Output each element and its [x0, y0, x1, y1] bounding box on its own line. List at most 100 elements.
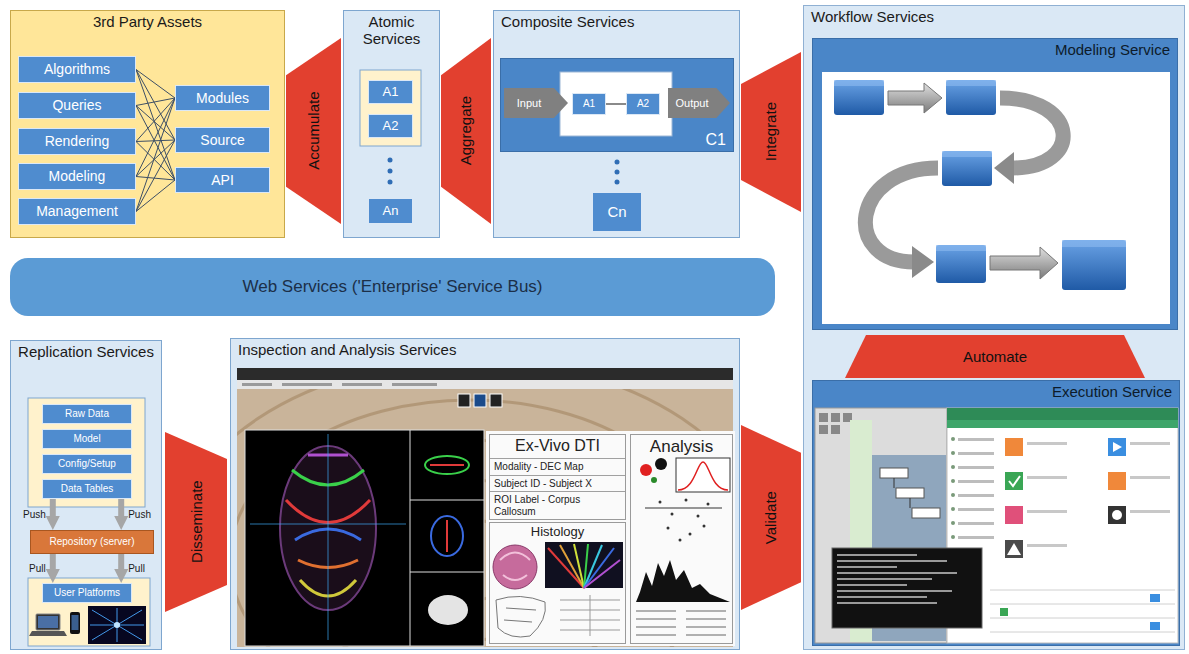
execution-screenshot	[837, 554, 957, 604]
execution-screenshot	[990, 604, 1175, 605]
execution-screenshot	[1009, 476, 1020, 486]
device-icons	[29, 631, 67, 636]
execution-screenshot	[1007, 543, 1021, 555]
model-block	[834, 80, 884, 86]
inspection-screenshot	[237, 368, 733, 647]
node-label: Input	[517, 97, 541, 110]
device-icons	[90, 608, 144, 642]
inspection-screenshot	[245, 430, 484, 646]
edge-label: Pull	[128, 563, 145, 575]
panel-ground	[804, 6, 1185, 650]
asset-box: Modules	[175, 85, 270, 111]
analysis-plots	[686, 626, 726, 628]
node-label: Analysis	[631, 435, 732, 459]
node-label: Histology	[490, 523, 625, 542]
connector-line	[606, 103, 626, 105]
device-icons	[72, 615, 79, 630]
flow-arrow	[888, 83, 942, 113]
connector-line	[136, 98, 175, 142]
node-label: API	[211, 172, 234, 188]
execution-screenshot	[837, 572, 957, 574]
inspection-screenshot	[486, 431, 735, 646]
execution-screenshot	[951, 465, 955, 469]
panel-title: Modeling Service	[1047, 38, 1178, 61]
shape-fill	[441, 38, 491, 224]
node-label: Repository (server)	[49, 536, 134, 548]
inspection-screenshot	[237, 368, 733, 647]
execution-screenshot	[1150, 622, 1160, 630]
analysis-plots	[655, 458, 667, 470]
execution-screenshot	[815, 408, 1178, 643]
execution-screenshot	[951, 451, 955, 455]
node-label: Integrate	[762, 102, 779, 161]
model-block	[946, 80, 996, 115]
execution-screenshot	[819, 425, 828, 434]
device-icons	[117, 625, 142, 640]
model-block	[936, 245, 986, 283]
execution-screenshot	[896, 488, 924, 498]
analysis-plots	[703, 525, 706, 528]
execution-screenshot	[837, 584, 907, 586]
composite-inner-box	[560, 72, 672, 136]
execution-screenshot	[880, 468, 908, 478]
node-label: Source	[200, 132, 244, 148]
histology-images	[548, 544, 620, 588]
analysis-plots	[645, 508, 722, 509]
model-block	[936, 245, 986, 251]
analysis-plots	[651, 477, 657, 483]
analysis-plots	[659, 499, 710, 542]
service-panel: Execution Service	[812, 380, 1180, 646]
panel-ground	[11, 11, 285, 238]
node-label: A1	[383, 85, 399, 100]
execution-screenshot	[958, 522, 994, 525]
analysis-plots	[636, 626, 676, 628]
node-label: Modules	[196, 90, 249, 106]
asset-panel: 3rd Party AssetsAlgorithmsQueriesRenderi…	[10, 10, 285, 238]
execution-screenshot	[958, 466, 994, 469]
execution-screenshot	[958, 494, 994, 497]
node-label: Rendering	[45, 133, 110, 149]
execution-screenshot	[1005, 506, 1023, 524]
device-icons	[88, 606, 146, 644]
inspection-screenshot	[282, 383, 332, 386]
node-label: User Platforms	[54, 587, 120, 599]
model-block	[834, 80, 884, 115]
execution-screenshot	[958, 536, 994, 539]
connector-line	[136, 106, 175, 181]
execution-screenshot	[951, 535, 955, 539]
node-label: Management	[36, 203, 118, 219]
node-label: Automate	[963, 348, 1027, 365]
shape-fill	[504, 88, 568, 118]
execution-screenshot	[951, 437, 955, 539]
analysis-plots	[636, 634, 676, 636]
info-row: Subject ID - Subject X	[490, 475, 625, 492]
inspection-screenshot	[392, 383, 437, 386]
execution-screenshot	[951, 479, 955, 483]
analysis-plots	[697, 515, 700, 518]
inspection-screenshot	[342, 383, 382, 386]
data-box: Raw Data	[42, 404, 132, 424]
analysis-plots	[636, 610, 726, 636]
execution-screenshot	[1130, 476, 1170, 479]
model-block	[834, 80, 884, 115]
node-label: Queries	[52, 97, 101, 113]
atomic-box: A2	[626, 93, 660, 115]
replication-inner-box	[28, 398, 145, 507]
ellipsis-dots	[388, 169, 393, 174]
panel-ground	[494, 11, 740, 238]
analysis-plots	[667, 527, 670, 530]
ellipsis-dots	[615, 160, 620, 165]
execution-screenshot	[831, 413, 840, 422]
execution-screenshot	[837, 602, 937, 604]
node-label: Raw Data	[65, 408, 109, 420]
atomic-inner-box	[360, 70, 421, 146]
connector-line	[136, 142, 175, 181]
device-icons	[117, 610, 142, 625]
user-platform-box	[28, 578, 150, 646]
execution-screenshot	[951, 507, 955, 511]
histology-images	[590, 595, 591, 636]
execution-screenshot	[958, 438, 994, 441]
process-arrow: Validate	[741, 425, 801, 610]
service-bus-band: Web Services ('Enterprise' Service Bus)	[10, 258, 775, 316]
device-icons	[114, 622, 120, 628]
